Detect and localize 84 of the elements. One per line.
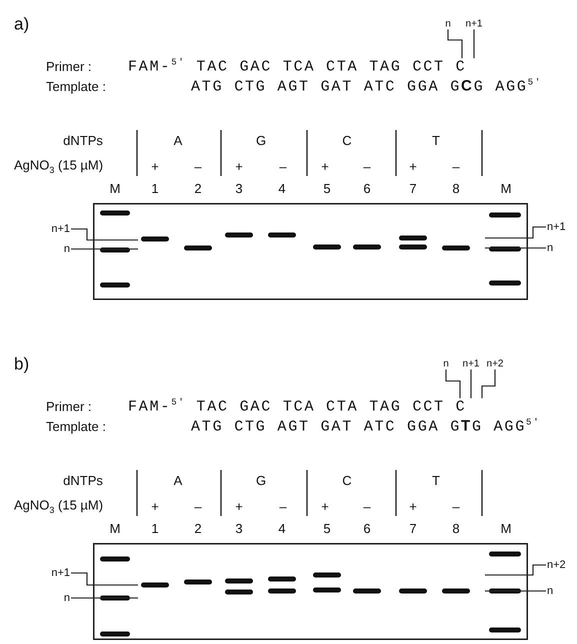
leader-line bbox=[447, 30, 463, 58]
condition-sign: – bbox=[363, 160, 371, 174]
condition-sign: + bbox=[409, 500, 417, 514]
condition-sign: – bbox=[279, 160, 287, 174]
band-size-label: n bbox=[64, 242, 70, 256]
row-label: dNTPs bbox=[63, 134, 103, 148]
lane-label: 8 bbox=[452, 182, 460, 196]
band-size-label: n+2 bbox=[486, 358, 504, 370]
row-label: AgNO$_{3}$ (15 µM) bbox=[14, 158, 104, 176]
lane-label: 4 bbox=[278, 182, 286, 196]
nucleotide-label: G bbox=[256, 134, 266, 148]
leader-line bbox=[473, 30, 475, 58]
panel-label: a) bbox=[14, 16, 30, 34]
nucleotide-label: A bbox=[174, 474, 182, 488]
band-size-label: n bbox=[445, 18, 451, 30]
band-size-label: n+1 bbox=[462, 358, 480, 370]
leader-line bbox=[71, 248, 138, 250]
row-label: dNTPs bbox=[63, 474, 103, 488]
lane-label: 5 bbox=[323, 182, 331, 196]
lane-label: 4 bbox=[278, 522, 286, 536]
row-label: Template : bbox=[46, 420, 106, 434]
lane-label: 5 bbox=[323, 522, 331, 536]
leader-line bbox=[71, 572, 138, 586]
row-label: AgNO$_{3}$ (15 µM) bbox=[14, 498, 104, 516]
band-size-label: n bbox=[443, 358, 449, 370]
lane-label: 6 bbox=[363, 182, 371, 196]
nucleotide-label: C bbox=[342, 474, 352, 488]
band-size-label: n+1 bbox=[51, 566, 70, 580]
band-size-label: n+1 bbox=[547, 220, 566, 234]
lane-label: 7 bbox=[409, 522, 417, 536]
condition-sign: + bbox=[321, 160, 329, 174]
condition-sign: + bbox=[235, 160, 243, 174]
primer-sequence: FAM-$^{5'}$ TAC GAC TCA CTA TAG CCT C bbox=[128, 398, 466, 416]
band-size-label: n+2 bbox=[547, 558, 566, 572]
nucleotide-label: T bbox=[432, 134, 440, 148]
band-size-label: n+1 bbox=[466, 18, 482, 30]
lane-label: 3 bbox=[235, 522, 243, 536]
primer-sequence: FAM-$^{5'}$ TAC GAC TCA CTA TAG CCT C bbox=[128, 58, 466, 76]
condition-sign: + bbox=[151, 500, 159, 514]
leader-line bbox=[470, 370, 472, 398]
lane-label: M bbox=[500, 182, 512, 196]
leader-line bbox=[485, 226, 546, 239]
lane-label: 7 bbox=[409, 182, 417, 196]
nucleotide-label: A bbox=[174, 134, 182, 148]
leader-line bbox=[71, 597, 138, 599]
lane-label: 6 bbox=[363, 522, 371, 536]
condition-sign: – bbox=[452, 160, 460, 174]
lane-label: 2 bbox=[194, 182, 202, 196]
condition-sign: – bbox=[279, 500, 287, 514]
condition-sign: + bbox=[321, 500, 329, 514]
condition-sign: + bbox=[409, 160, 417, 174]
lane-label: 2 bbox=[194, 522, 202, 536]
nucleotide-label: T bbox=[432, 474, 440, 488]
template-sequence: ATG CTG AGT GAT ATC GGA GCG AGG$^{5'}$ bbox=[191, 78, 542, 96]
leader-line bbox=[71, 228, 138, 241]
band-size-label: n+1 bbox=[51, 222, 70, 236]
row-label: Primer : bbox=[46, 60, 92, 74]
leader-line bbox=[481, 370, 496, 398]
nucleotide-label: C bbox=[342, 134, 352, 148]
band-size-label: n bbox=[547, 242, 554, 254]
lane-label: 1 bbox=[151, 522, 159, 536]
lane-label: 3 bbox=[235, 182, 243, 196]
leader-line bbox=[485, 247, 546, 249]
nucleotide-label: G bbox=[256, 474, 266, 488]
lane-label: 1 bbox=[151, 182, 159, 196]
panel-label: b) bbox=[14, 356, 30, 374]
condition-sign: – bbox=[194, 500, 202, 514]
condition-sign: + bbox=[151, 160, 159, 174]
leader-line bbox=[485, 590, 546, 592]
row-label: Primer : bbox=[46, 400, 92, 414]
lane-label: 8 bbox=[452, 522, 460, 536]
condition-sign: + bbox=[235, 500, 243, 514]
band-size-label: n bbox=[547, 584, 554, 598]
condition-sign: – bbox=[452, 500, 460, 514]
lane-label: M bbox=[110, 182, 120, 196]
leader-line bbox=[445, 370, 461, 398]
condition-sign: – bbox=[363, 500, 371, 514]
lane-label: M bbox=[110, 522, 120, 536]
row-label: Template : bbox=[46, 80, 106, 94]
lane-label: M bbox=[500, 522, 512, 536]
template-sequence: ATG CTG AGT GAT ATC GGA GTG AGG$^{5'}$ bbox=[191, 418, 540, 436]
condition-sign: – bbox=[194, 160, 202, 174]
band-size-label: n bbox=[64, 592, 70, 604]
leader-line bbox=[485, 564, 546, 576]
